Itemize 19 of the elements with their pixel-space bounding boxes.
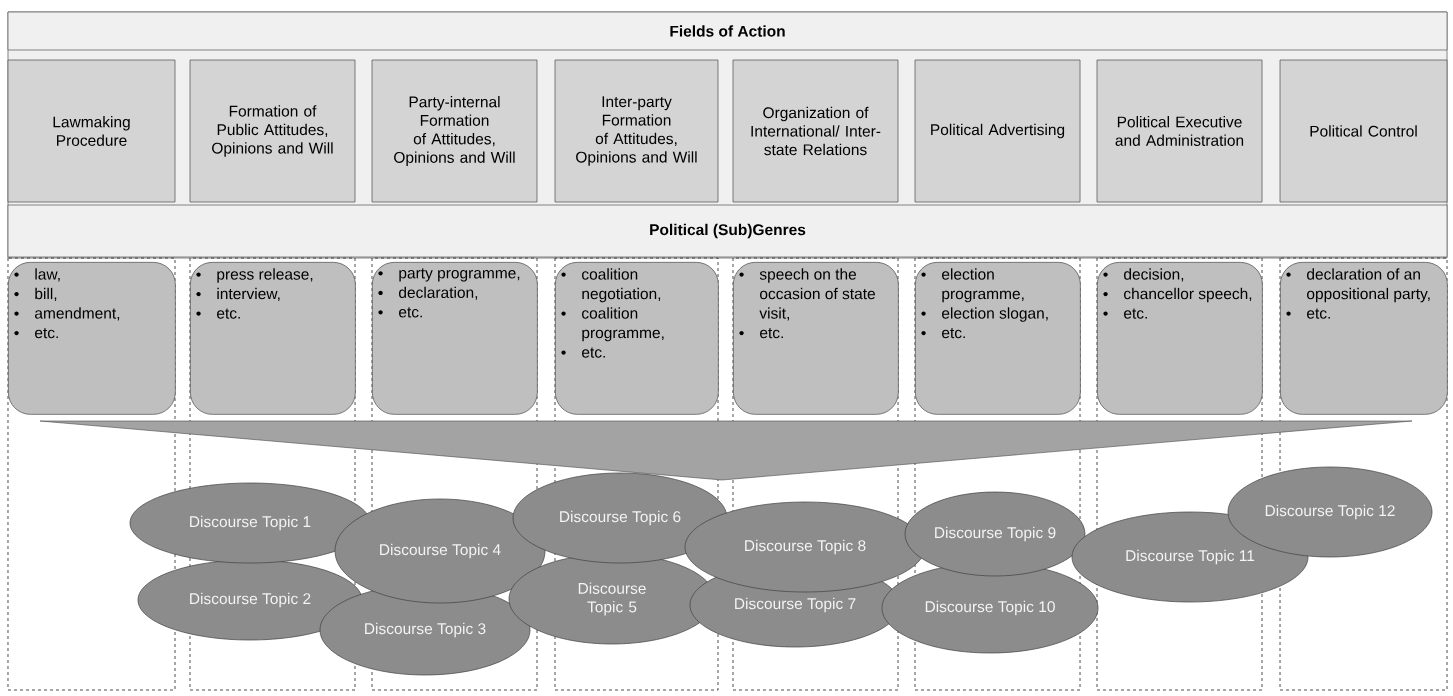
genre-box: law, bill, amendment, etc.	[8, 262, 176, 415]
genre-box: decision, chancellor speech, etc.	[1097, 262, 1263, 415]
field-box: Formation of Public Attitudes, Opinions and Will	[189, 59, 356, 203]
genre-box: party programme, declaration, etc.	[372, 262, 538, 415]
genre-box: press release, interview, etc.	[190, 262, 356, 415]
field-box: Inter-party Formation of Attitudes, Opinions and Will	[554, 59, 719, 203]
genre-box: speech on the occasion of state visit, etc.	[733, 262, 899, 415]
genre-box: election programme, election slogan, etc.	[915, 262, 1081, 415]
field-box: Political Advertising	[914, 59, 1081, 203]
header-band: Fields of Action	[7, 11, 1448, 51]
field-box: Political Control	[1279, 59, 1448, 203]
field-box: Political Executive and Administration	[1096, 59, 1263, 203]
funnel-shape	[39, 420, 1413, 481]
field-box: Party-internal Formation of Attitudes, Opinions and Will	[371, 59, 538, 203]
genre-box: coalition negotiation, coalition programme, etc.	[555, 262, 719, 415]
field-box: Lawmaking Procedure	[7, 59, 176, 203]
genre-box: declaration of an oppositional party, etc.	[1280, 262, 1448, 415]
field-box: Organization of International/ Inter-state Relations	[732, 59, 899, 203]
header-band: Political (Sub)Genres	[7, 204, 1448, 258]
